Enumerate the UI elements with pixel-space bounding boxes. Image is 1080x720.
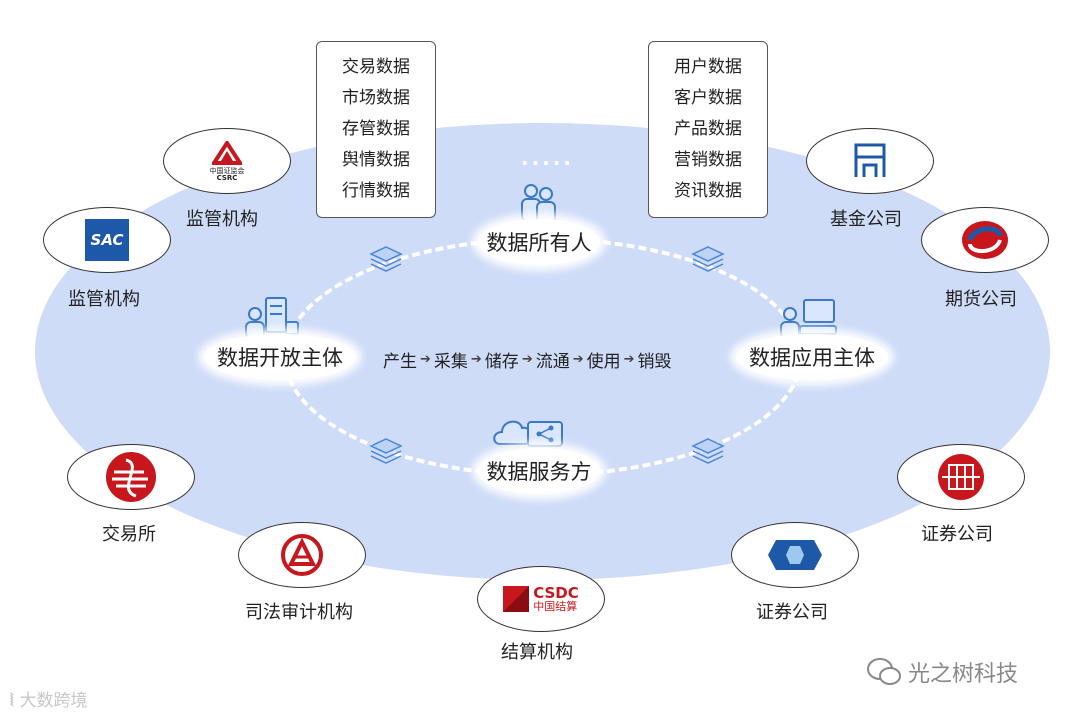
data-type-item: 营销数据 xyxy=(674,150,742,170)
csrc-logo-oval: 中国证监会 CSRC xyxy=(163,128,291,194)
arrow-icon: ➔ xyxy=(470,352,482,367)
wechat-icon xyxy=(867,658,901,685)
watermark-left-logo-icon: ⦚ xyxy=(10,691,14,711)
securities-logo-icon-2 xyxy=(938,454,984,500)
watermark-left-text: 大数跨境 xyxy=(19,691,88,711)
csdc-logo-en: CSDC xyxy=(533,584,579,602)
data-type-item: 资讯数据 xyxy=(674,181,742,201)
futures-label: 期货公司 xyxy=(945,289,1017,310)
csrc-logo-icon xyxy=(210,138,244,165)
securities-label-1: 证券公司 xyxy=(756,602,828,623)
fund-label: 基金公司 xyxy=(830,209,902,230)
csdc-logo-icon xyxy=(503,586,530,612)
data-type-item: 交易数据 xyxy=(342,57,410,77)
judicial-label: 司法审计机构 xyxy=(245,602,353,623)
watermark-left: ⦚大数跨境 xyxy=(10,686,88,711)
fund-logo-oval xyxy=(806,128,934,194)
data-type-item: 市场数据 xyxy=(342,88,410,108)
cloud-share-icon xyxy=(493,420,563,447)
securities-logo-oval-1 xyxy=(731,522,859,588)
data-types-box-left: 交易数据 市场数据 存管数据 舆情数据 行情数据 xyxy=(316,41,436,218)
data-layers-icon xyxy=(369,246,403,272)
fund-logo-icon xyxy=(854,143,886,177)
sac-logo: SAC xyxy=(85,219,129,261)
exchange-label: 交易所 xyxy=(102,524,156,545)
watermark-right-text: 光之树科技 xyxy=(908,662,1019,687)
data-service-node: 数据服务方 xyxy=(478,448,600,494)
arrow-icon: ➔ xyxy=(420,352,431,367)
data-owner-node: 数据所有人 xyxy=(478,219,600,265)
data-type-item: 产品数据 xyxy=(674,119,742,139)
csdc-label: 结算机构 xyxy=(501,642,573,663)
flow-step: 产生 xyxy=(383,352,417,372)
data-app-entity-node: 数据应用主体 xyxy=(736,334,888,380)
flow-step: 采集 xyxy=(433,352,468,372)
exchange-logo-oval xyxy=(67,444,195,510)
flow-step: 储存 xyxy=(484,352,519,372)
arrow-icon: ➔ xyxy=(521,352,533,367)
data-layers-icon xyxy=(691,246,725,272)
ellipsis: ..... xyxy=(521,146,574,170)
flow-step: 流通 xyxy=(535,352,570,372)
data-type-item: 客户数据 xyxy=(674,88,742,108)
exchange-logo-icon xyxy=(106,452,156,502)
flow-step: 使用 xyxy=(586,352,621,372)
sac-label: 监管机构 xyxy=(68,289,140,310)
securities-logo-icon-1 xyxy=(768,540,822,570)
futures-logo-oval xyxy=(921,207,1049,273)
csrc-label: 监管机构 xyxy=(186,209,258,230)
securities-label-2: 证券公司 xyxy=(921,524,993,545)
csrc-logo-cn: 中国证监会 xyxy=(209,166,245,175)
judicial-logo-oval xyxy=(238,522,366,588)
data-layers-icon xyxy=(369,438,403,464)
data-type-item: 存管数据 xyxy=(342,119,410,139)
data-types-box-right: 用户数据 客户数据 产品数据 营销数据 资讯数据 xyxy=(648,41,768,218)
arrow-icon: ➔ xyxy=(572,352,584,367)
data-open-entity-node: 数据开放主体 xyxy=(204,334,356,380)
securities-logo-oval-2 xyxy=(897,444,1025,510)
csdc-logo-oval: CSDC 中国结算 xyxy=(477,566,605,632)
csrc-logo-en: CSRC xyxy=(216,173,238,182)
flow-step: 销毁 xyxy=(637,352,672,372)
watermark-right: 光之树科技 xyxy=(866,656,1018,688)
sac-logo-oval: SAC xyxy=(43,207,171,273)
data-layers-icon xyxy=(691,438,725,464)
futures-logo-icon xyxy=(962,221,1008,259)
data-type-item: 行情数据 xyxy=(342,181,410,201)
data-type-item: 用户数据 xyxy=(674,57,742,77)
judicial-logo-icon xyxy=(281,534,323,576)
csdc-logo-cn: 中国结算 xyxy=(533,600,578,613)
arrow-icon: ➔ xyxy=(623,352,635,367)
data-type-item: 舆情数据 xyxy=(342,150,410,170)
server-user-icon xyxy=(245,297,299,339)
lifecycle-flow: 产生➔ 采集➔ 储存➔ 流通➔ 使用➔ 销毁 xyxy=(383,347,672,372)
